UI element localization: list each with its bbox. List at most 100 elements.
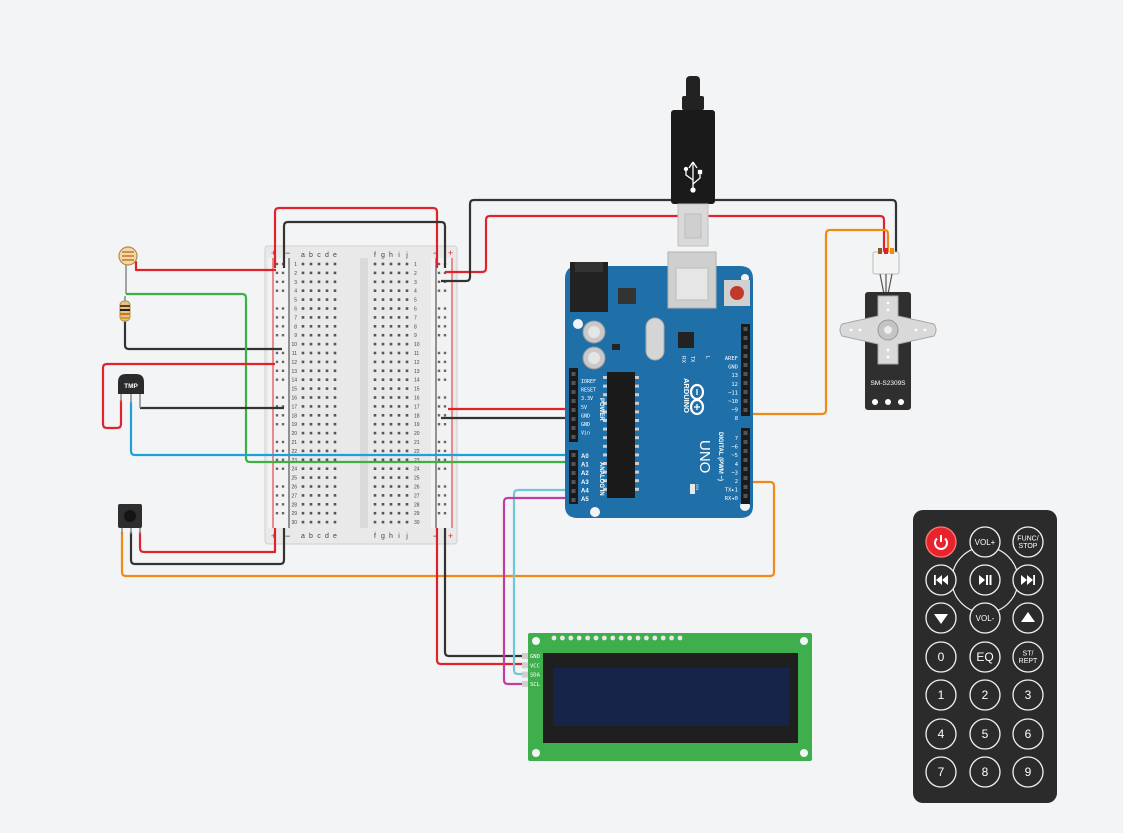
row-number: 22 bbox=[414, 449, 420, 455]
power-pin-label: 5V bbox=[581, 405, 587, 411]
row-number: 30 bbox=[414, 520, 420, 526]
row-number: 17 bbox=[414, 404, 420, 410]
remote-button-func-stop[interactable]: FUNC/STOP bbox=[1012, 526, 1044, 558]
digital-pin-label: ~9 bbox=[731, 408, 738, 414]
next-icon bbox=[1021, 575, 1035, 585]
row-number: 29 bbox=[414, 511, 420, 517]
temperature-sensor[interactable]: TMP bbox=[118, 374, 144, 408]
lcd-pin-label: SCL bbox=[530, 682, 541, 688]
down-icon bbox=[934, 614, 948, 624]
remote-button-1[interactable]: 1 bbox=[925, 679, 957, 711]
wires[interactable] bbox=[101, 198, 898, 686]
remote-button-next[interactable] bbox=[1012, 564, 1044, 596]
row-number: 27 bbox=[291, 493, 297, 499]
breadboard-holes bbox=[275, 262, 447, 524]
remote-button-play-pause[interactable] bbox=[969, 564, 1001, 596]
servo-motor[interactable]: SM-S2309S bbox=[839, 248, 937, 410]
remote-button-label: VOL- bbox=[976, 614, 995, 623]
remote-button-vol-down[interactable]: VOL- bbox=[969, 602, 1001, 634]
remote-button-4[interactable]: 4 bbox=[925, 718, 957, 750]
remote-button-st-rept[interactable]: ST/REPT bbox=[1012, 641, 1044, 673]
wire-red-ldr bbox=[131, 260, 276, 272]
rail-minus-top-left: − bbox=[285, 248, 290, 258]
row-number: 6 bbox=[294, 307, 297, 313]
row-number: 27 bbox=[414, 493, 420, 499]
column-letter: f bbox=[374, 252, 376, 259]
wire-red-lcd-vcc bbox=[435, 528, 528, 666]
row-number: 5 bbox=[294, 298, 297, 304]
remote-button-label: 3 bbox=[1025, 688, 1032, 702]
wire-black-rail-bridge bbox=[282, 220, 447, 268]
remote-button-label: 5 bbox=[982, 727, 989, 741]
remote-button-power[interactable] bbox=[925, 526, 957, 558]
row-number: 17 bbox=[291, 404, 297, 410]
remote-button-5[interactable]: 5 bbox=[969, 718, 1001, 750]
on-label: ON bbox=[695, 484, 700, 490]
row-number: 13 bbox=[291, 369, 297, 375]
rail-plus-top-right: + bbox=[448, 248, 453, 258]
row-number: 7 bbox=[294, 315, 297, 321]
row-number: 14 bbox=[414, 378, 420, 384]
row-number: 2 bbox=[294, 271, 297, 277]
power-pin-label: 3.3V bbox=[581, 396, 593, 402]
digital-pin-label: ~6 bbox=[731, 445, 738, 451]
remote-button-down[interactable] bbox=[925, 602, 957, 634]
row-number: 8 bbox=[294, 324, 297, 330]
power-pin-label: Vin bbox=[581, 431, 590, 437]
digital-pin-label: RX◂0 bbox=[725, 496, 738, 502]
remote-button-label: 0 bbox=[938, 650, 945, 664]
row-number: 8 bbox=[414, 324, 417, 330]
row-number: 12 bbox=[414, 360, 420, 366]
remote-button-eq[interactable]: EQ bbox=[969, 641, 1001, 673]
usb-cable bbox=[671, 76, 715, 247]
arduino-brand: ARDUINO bbox=[682, 378, 691, 413]
header-holes bbox=[571, 327, 748, 502]
remote-button-label: 4 bbox=[938, 727, 945, 741]
wire-black-resistor bbox=[123, 320, 282, 351]
row-number: 21 bbox=[414, 440, 420, 446]
row-number: 9 bbox=[294, 333, 297, 339]
lcd-screen bbox=[553, 668, 789, 726]
remote-button-6[interactable]: 6 bbox=[1012, 718, 1044, 750]
chip-pins bbox=[603, 376, 639, 491]
remote-button-vol-up[interactable]: VOL+ bbox=[969, 526, 1001, 558]
wire-red-ir bbox=[138, 528, 277, 554]
remote-button-up[interactable] bbox=[1012, 602, 1044, 634]
usb-icon bbox=[683, 161, 703, 193]
row-number: 28 bbox=[291, 502, 297, 508]
remote-button-9[interactable]: 9 bbox=[1012, 756, 1044, 788]
rail-minus-bottom-right: − bbox=[433, 531, 438, 541]
remote-button-8[interactable]: 8 bbox=[969, 756, 1001, 788]
remote-button-7[interactable]: 7 bbox=[925, 756, 957, 788]
rail-plus-bottom-right: + bbox=[448, 531, 453, 541]
digital-pin-label: 8 bbox=[735, 416, 738, 422]
remote-button-2[interactable]: 2 bbox=[969, 679, 1001, 711]
ir-receiver[interactable] bbox=[118, 504, 142, 534]
column-letter: h bbox=[389, 252, 393, 259]
photoresistor[interactable] bbox=[118, 246, 138, 294]
digital-label: DIGITAL (PWM ~) bbox=[717, 432, 723, 481]
digital-pin-label: ~11 bbox=[728, 390, 738, 396]
column-letter: j bbox=[405, 252, 408, 259]
remote-button-3[interactable]: 3 bbox=[1012, 679, 1044, 711]
arduino-logo-icon bbox=[689, 383, 705, 416]
remote-button-prev[interactable] bbox=[925, 564, 957, 596]
row-number: 23 bbox=[414, 458, 420, 464]
wire-green-a1 bbox=[126, 292, 572, 464]
remote-button-label: EQ bbox=[976, 650, 993, 664]
remote-button-0[interactable]: 0 bbox=[925, 641, 957, 673]
row-number: 20 bbox=[291, 431, 297, 437]
resistor[interactable] bbox=[119, 296, 131, 322]
rail-plus-bottom-left: + bbox=[271, 531, 276, 541]
analog-pin-label: A1 bbox=[581, 463, 589, 469]
row-number: 7 bbox=[414, 315, 417, 321]
